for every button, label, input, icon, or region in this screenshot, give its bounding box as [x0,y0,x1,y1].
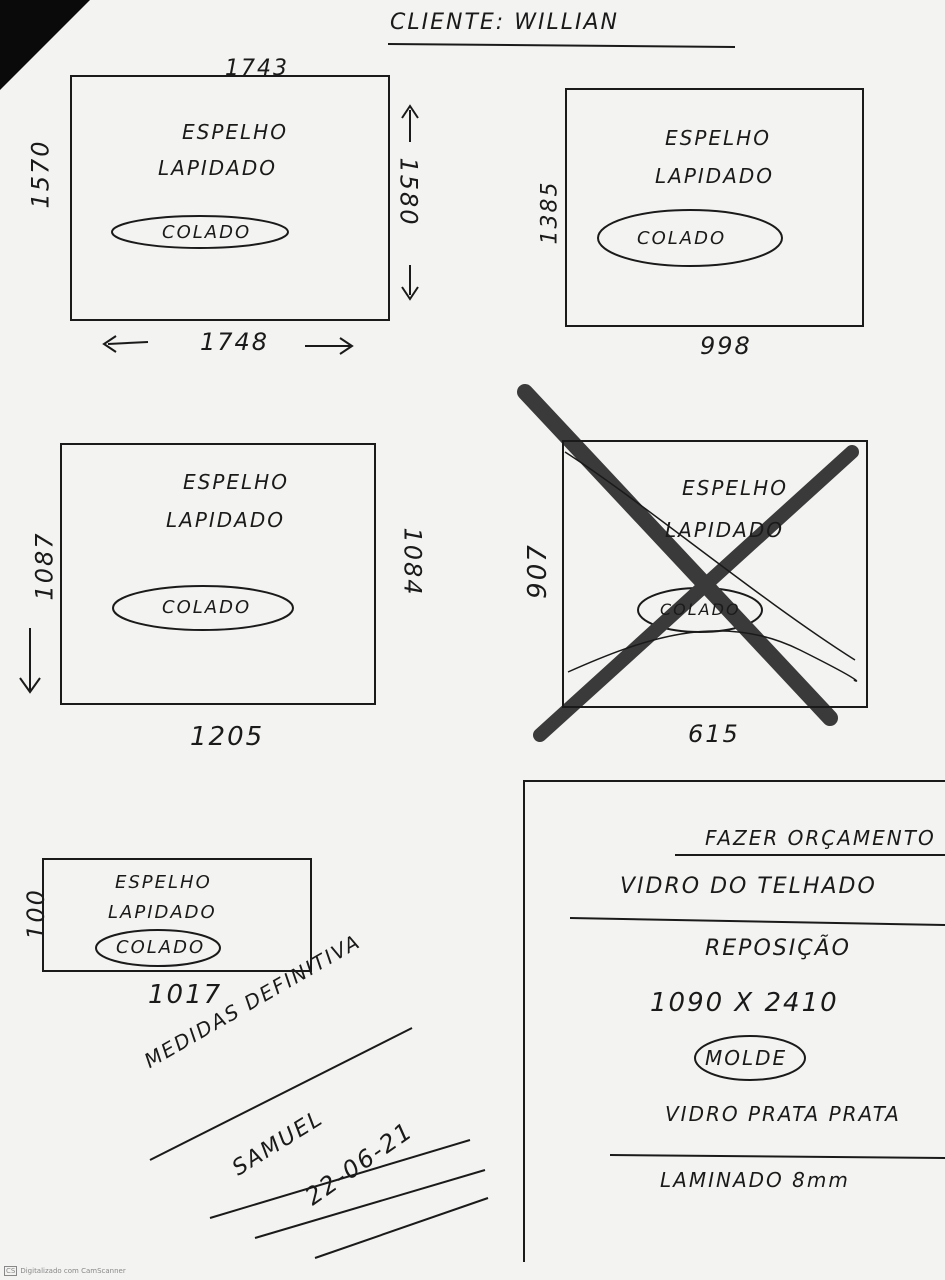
sketch-1-line1: ESPELHO [182,120,288,144]
sketch-3-rectangle [60,443,376,705]
sketch-4-tag: COLADO [660,600,741,619]
notes-line-1: FAZER ORÇAMENTO [705,826,936,850]
sketch-1-line2: LAPIDADO [158,156,278,180]
notes-panel [523,780,945,1262]
sketch-1-bottom-dim: 1748 [200,328,270,356]
sketch-2-line2: LAPIDADO [655,164,775,188]
notes-line-4: 1090 X 2410 [650,988,839,1018]
sketch-2-line1: ESPELHO [665,126,771,150]
notes-line-7: LAMINADO 8mm [660,1168,850,1192]
sketch-3-line1: ESPELHO [183,470,289,494]
notes-line-3: REPOSIÇÃO [705,936,851,961]
scanner-badge: CS [4,1266,18,1276]
sketch-4-left-dim: 907 [522,543,553,599]
sketch-2-bottom-dim: 998 [700,332,752,360]
sketch-3-bottom-dim: 1205 [190,722,265,752]
notes-line-5: MOLDE [705,1046,788,1070]
sketch-3-left-dim: 1087 [30,531,59,601]
sketch-2-tag: COLADO [637,228,727,249]
sketch-2-rectangle [565,88,864,327]
notes-line-2: VIDRO DO TELHADO [620,874,877,899]
sketch-1-top-dim: 1743 [225,56,289,81]
notes-line-6: VIDRO PRATA PRATA [665,1102,901,1126]
sketch-5-rectangle [42,858,312,972]
sketch-5-bottom-dim: 1017 [148,980,223,1010]
scanner-text: Digitalizado com CamScanner [20,1267,126,1275]
sketch-5-line1: ESPELHO [115,872,212,893]
sketch-5-tag: COLADO [116,937,206,958]
sketch-5-left-dim: 100 [21,888,50,940]
sketch-4-rectangle [562,440,868,708]
sketch-1-tag: COLADO [162,222,252,243]
sketch-1-left-dim: 1570 [26,139,55,209]
sketch-2-left-dim: 1385 [537,180,563,245]
client-title: CLIENTE: WILLIAN [390,10,619,35]
sketch-4-bottom-dim: 615 [688,720,740,748]
sketch-1-right-dim: 1580 [394,157,423,227]
sketch-5-line2: LAPIDADO [108,902,217,923]
sketch-4-line2: LAPIDADO [665,518,785,542]
sketch-3-right-dim: 1084 [398,527,427,597]
sketch-4-line1: ESPELHO [682,476,788,500]
sketch-3-tag: COLADO [162,597,252,618]
sketch-3-line2: LAPIDADO [166,508,286,532]
sketch-1-rectangle [70,75,390,321]
